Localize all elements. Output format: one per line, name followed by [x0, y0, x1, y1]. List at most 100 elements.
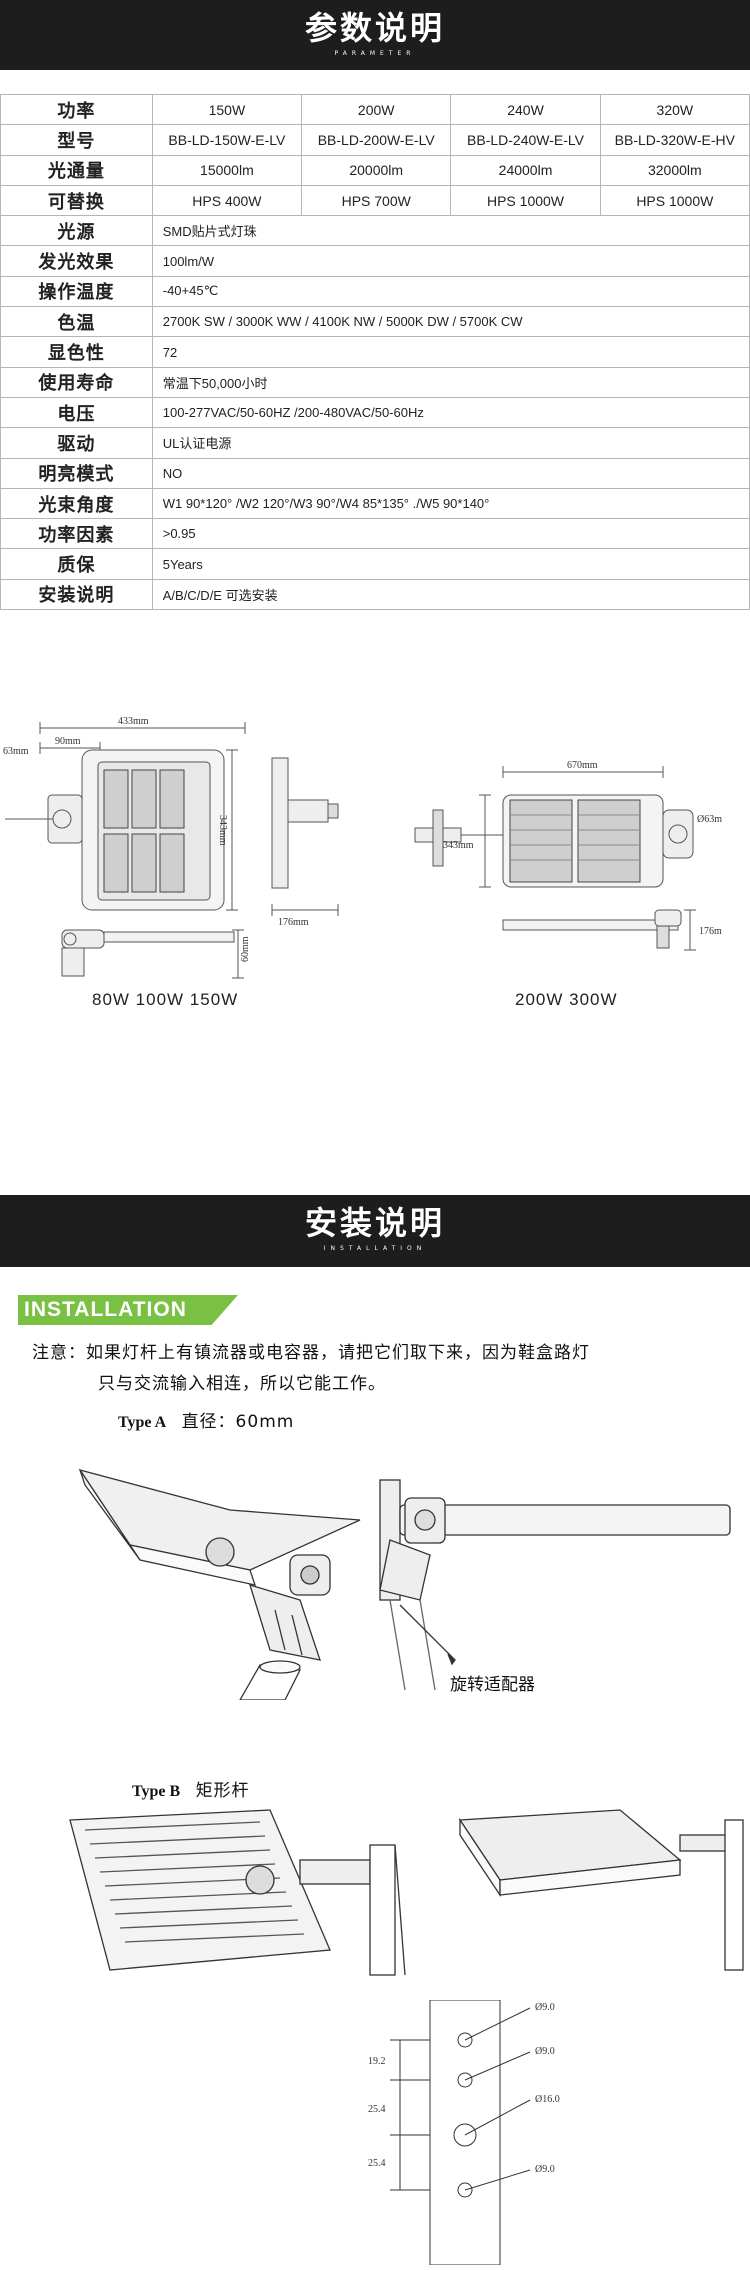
spec-value: 150W	[151, 93, 303, 126]
spec-value: 72	[151, 336, 750, 368]
spec-value: 200W	[301, 93, 452, 126]
dim-176: 176mm	[278, 917, 309, 928]
hole-spacing-2: 25.4	[368, 2104, 386, 2115]
installation-title: 安装说明	[304, 1204, 445, 1242]
spec-value: NO	[151, 457, 750, 489]
spec-value: BB-LD-200W-E-LV	[301, 124, 452, 156]
spec-label: 质保	[0, 548, 153, 580]
installation-subtitle: INSTALLATION	[323, 1245, 427, 1252]
spec-value: 100lm/W	[151, 245, 750, 277]
spec-label: 型号	[0, 124, 153, 156]
spec-value: SMD贴片式灯珠	[151, 215, 750, 247]
note-line-1: 注意：如果灯杆上有镇流器或电容器，请把它们取下来，因为鞋盒路灯	[32, 1343, 590, 1363]
parameter-title: 参数说明	[304, 9, 445, 47]
spec-value: 32000lm	[599, 154, 750, 186]
spec-label: 明亮模式	[0, 457, 153, 489]
hole-spacing-3: 25.4	[368, 2158, 386, 2169]
spec-value: 20000lm	[301, 154, 452, 186]
spec-value: A/B/C/D/E 可选安装	[151, 578, 750, 611]
spec-label: 功率因素	[0, 518, 153, 550]
spec-value: HPS 1000W	[450, 184, 601, 217]
spec-row: 使用寿命常温下50,000小时	[0, 366, 750, 398]
spec-value: BB-LD-320W-E-HV	[599, 124, 750, 156]
spec-value: 常温下50,000小时	[151, 366, 750, 398]
hole-spacing-1: 19.2	[368, 2056, 386, 2067]
hole-dia-4: Ø9.0	[535, 2164, 555, 2175]
dim-670: 670mm	[567, 760, 598, 771]
type-b-value: 矩形杆	[195, 1781, 250, 1801]
caption-left: 80W 100W 150W	[92, 990, 239, 1009]
note-line-2: 只与交流输入相连，所以它能工作。	[98, 1374, 386, 1394]
spec-label: 电压	[0, 396, 153, 429]
spec-value: UL认证电源	[151, 427, 750, 459]
spec-value: 240W	[450, 93, 601, 126]
installation-tag-label: INSTALLATION	[24, 1298, 187, 1321]
dim-343-right: 343mm	[443, 840, 474, 851]
type-b-line: Type B 矩形杆	[132, 1776, 250, 1801]
spec-value: 2700K SW / 3000K WW / 4100K NW / 5000K D…	[151, 306, 750, 338]
spec-value: W1 90*120° /W2 120°/W3 90°/W4 85*135° ./…	[151, 487, 750, 520]
caption-right: 200W 300W	[515, 990, 618, 1009]
spec-value: 320W	[599, 93, 750, 126]
spec-value: HPS 1000W	[599, 184, 750, 217]
spec-value: HPS 700W	[301, 184, 452, 217]
spec-label: 使用寿命	[0, 366, 153, 398]
spec-label: 显色性	[0, 336, 153, 368]
dimension-drawing-right: 670mm Ø63m 343mm 176m	[414, 760, 722, 951]
type-a-illustration	[78, 1468, 731, 1700]
dim-176-right: 176m	[699, 926, 722, 937]
spec-label: 驱动	[0, 427, 153, 459]
dimension-drawing-left: 433mm 90mm 63mm 343mm 176mm 60mm	[3, 716, 339, 979]
spec-value: 24000lm	[450, 154, 601, 186]
spec-label: 光束角度	[0, 487, 153, 520]
parameter-banner: 参数说明 PARAMETER	[0, 0, 750, 70]
spec-value: HPS 400W	[151, 184, 303, 217]
spec-label: 发光效果	[0, 245, 153, 277]
hole-dia-1: Ø9.0	[535, 2002, 555, 2013]
hole-dia-3: Ø16.0	[535, 2094, 560, 2105]
spec-label: 色温	[0, 306, 153, 338]
dim-90: 90mm	[55, 736, 81, 747]
installation-banner: 安装说明 INSTALLATION	[0, 1195, 750, 1267]
rotating-adapter-label: 旋转适配器	[450, 1675, 535, 1695]
installation-note: 注意：如果灯杆上有镇流器或电容器，请把它们取下来，因为鞋盒路灯 只与交流输入相连…	[32, 1338, 732, 1400]
spec-value: BB-LD-240W-E-LV	[450, 124, 601, 156]
hole-dia-2: Ø9.0	[535, 2046, 555, 2057]
spec-label: 光通量	[0, 154, 153, 186]
dim-433: 433mm	[118, 716, 149, 727]
dim-hole-63: Ø63m	[697, 814, 722, 825]
spec-value: BB-LD-150W-E-LV	[151, 124, 303, 156]
type-a-line: Type A 直径：60mm	[118, 1407, 294, 1432]
dim-343: 343mm	[217, 815, 228, 846]
spec-value: 5Years	[151, 548, 750, 580]
spec-value: >0.95	[151, 518, 750, 550]
type-a-value: 直径：60mm	[181, 1412, 295, 1432]
spec-value: 15000lm	[151, 154, 303, 186]
type-b-key: Type B	[132, 1783, 181, 1800]
spec-label: 操作温度	[0, 275, 153, 308]
type-a-key: Type A	[118, 1414, 167, 1431]
dim-60: 60mm	[240, 936, 251, 962]
installation-tag: INSTALLATION	[18, 1295, 238, 1325]
spec-row: 操作温度-40+45℃	[0, 275, 750, 308]
hole-dimension-drawing: Ø9.0 Ø9.0 Ø16.0 Ø9.0 19.2 25.4 25.4	[368, 2000, 560, 2265]
spec-label: 安装说明	[0, 578, 153, 611]
dim-63: 63mm	[3, 746, 29, 757]
type-b-illustration	[69, 1809, 744, 1976]
spec-row: 功率因素>0.95	[0, 518, 750, 550]
